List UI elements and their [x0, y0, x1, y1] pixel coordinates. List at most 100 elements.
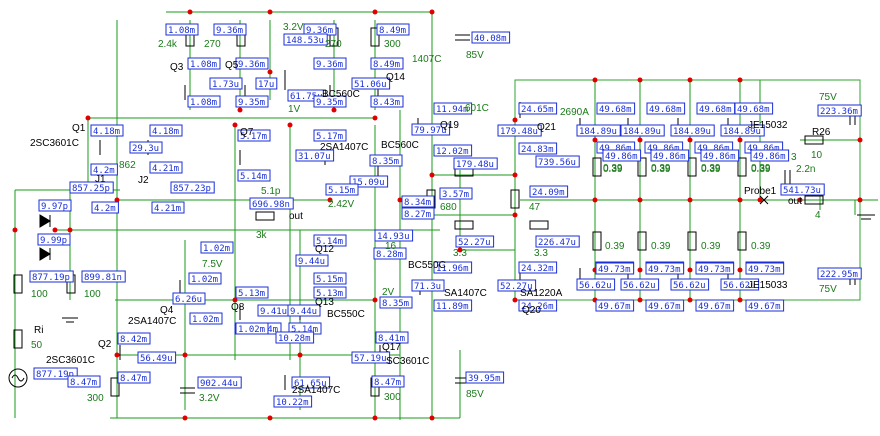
probe-value: 8.35m — [372, 157, 399, 167]
component-label: 2SC3601C — [46, 355, 95, 366]
probe-readout: 49.86m — [700, 149, 740, 162]
probe-value: 1.02m — [238, 325, 265, 335]
probe-readout: 61.65u — [291, 376, 331, 389]
component-label: 100 — [31, 289, 48, 300]
probe-box — [255, 77, 278, 90]
ground-icon — [62, 317, 78, 323]
probe-value: 49.67m — [748, 302, 781, 312]
probe-readout: 12.02m — [433, 144, 473, 157]
probe-readout: 31.07u — [295, 149, 335, 162]
probe-value: 40.08m — [474, 34, 507, 44]
probe-readout: 222.95m — [817, 267, 862, 280]
probe-box — [38, 199, 72, 212]
probe-box — [91, 201, 119, 214]
probe-readout: 56.62u — [620, 278, 660, 291]
probe-box — [295, 254, 329, 267]
probe-readout: 8.27m — [401, 207, 435, 220]
component-label: 47 — [529, 202, 541, 213]
probe-value: 57.19u — [354, 354, 387, 364]
probe-readout: 49.73m — [645, 262, 685, 275]
resistor — [370, 27, 380, 47]
resistor — [637, 231, 647, 251]
probe-value: 24.09m — [532, 188, 565, 198]
probe-box — [497, 124, 542, 137]
probe-value: 5.17m — [316, 132, 343, 142]
component-label: 300 — [384, 392, 401, 403]
probe-readout: 902.44u — [197, 376, 242, 389]
probe-readout: 56.62u — [720, 278, 760, 291]
probe-value: 4.21m — [152, 164, 179, 174]
probe-readout: 4.18m — [90, 124, 124, 137]
probe-value: 739.56u — [538, 158, 576, 168]
probe-readout: 4.2m — [90, 163, 118, 176]
probe-readout: 1.73u — [209, 77, 243, 90]
probe-value: 8.47m — [374, 378, 401, 388]
probe-readout: 39.95m — [465, 371, 505, 384]
probe-readout: 739.56u — [535, 155, 580, 168]
probe-box — [576, 278, 616, 291]
component-label: 1407C — [412, 54, 441, 65]
probe-box — [67, 375, 101, 388]
capacitor — [180, 387, 195, 394]
resistor — [687, 231, 697, 251]
probe-value: 9.36m — [316, 60, 343, 70]
probe-readout: 9.97p — [38, 199, 72, 212]
probe-box — [602, 149, 642, 162]
probe-value: 49.73m — [698, 265, 731, 275]
probe-box — [529, 185, 569, 198]
probe-readout: 9.44u — [295, 254, 329, 267]
probe-readout: 9.41u — [257, 304, 291, 317]
probe-value: 5.14m — [291, 325, 318, 335]
component-label: Q17 — [382, 342, 401, 353]
probe-readout: 10.22m — [273, 395, 313, 408]
probe-box — [518, 142, 558, 155]
resistor — [255, 211, 275, 221]
component-label: 75V — [819, 284, 837, 295]
probe-readout: 4.21m — [151, 201, 185, 214]
probe-box — [37, 233, 71, 246]
probe-box — [465, 371, 505, 384]
probe-readout: 1.02m — [200, 241, 234, 254]
probe-value: 56.62u — [673, 281, 706, 291]
probe-box — [81, 270, 126, 283]
probe-box — [235, 95, 269, 108]
probe-value: 9.35m — [316, 98, 343, 108]
probe-readout: 184.89u — [720, 124, 765, 137]
probe-value: 9.36m — [238, 60, 265, 70]
component-label: SA1220A — [520, 288, 563, 299]
probe-box — [401, 195, 435, 208]
probe-readout: 184.89u — [620, 124, 665, 137]
probe-readout: 179.48u — [497, 124, 542, 137]
probe-value: 4.2m — [94, 204, 116, 214]
probe-readout: 8.42m — [117, 332, 151, 345]
probe-box — [518, 102, 558, 115]
probe-readout: 223.36m — [817, 104, 862, 117]
component-label: 0.39 — [603, 163, 623, 174]
probe-box — [373, 247, 407, 260]
probe-readout: 5.15m — [325, 183, 359, 196]
probe-value: 49.86m — [599, 144, 632, 154]
probe-value: 223.36m — [820, 107, 858, 117]
probe-readout: 24.83m — [518, 142, 558, 155]
probe-value: 24.83m — [521, 145, 554, 155]
probe-box — [650, 149, 690, 162]
probe-box — [497, 279, 537, 292]
probe-box — [695, 299, 735, 312]
probe-value: 148.53u — [286, 36, 324, 46]
probe-box — [620, 278, 660, 291]
resistor — [737, 231, 747, 251]
probe-value: 541.73u — [783, 186, 821, 196]
probe-readout: 5.14m — [237, 169, 271, 182]
probe-value: 24.65m — [521, 105, 554, 115]
probe-readout: 24.26m — [518, 299, 558, 312]
probe-value: 49.73m — [648, 265, 681, 275]
probe-box — [351, 77, 391, 90]
probe-value: 5.13m — [238, 289, 265, 299]
probe-value: 1.08m — [190, 98, 217, 108]
probe-value: 56.62u — [579, 281, 612, 291]
probe-readout: 49.73m — [695, 262, 735, 275]
component-label: 0.39 — [701, 164, 721, 175]
probe-readout: 1.08m — [187, 57, 221, 70]
component-label: 0.39 — [701, 241, 721, 252]
component-label: Q13 — [315, 297, 334, 308]
